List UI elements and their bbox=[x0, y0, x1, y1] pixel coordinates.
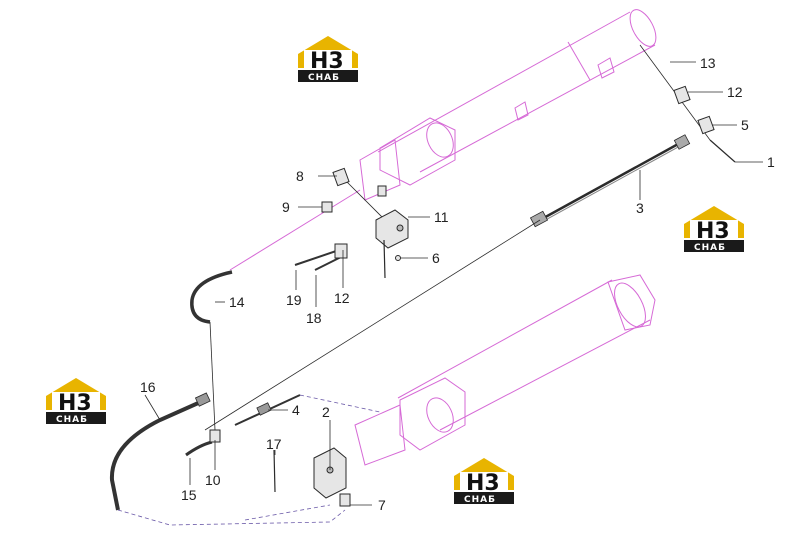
logo-left: H3 CHAБ bbox=[46, 378, 106, 425]
part-label-5: 5 bbox=[741, 117, 749, 133]
logo-brand-text: H3 bbox=[466, 471, 500, 496]
part-label-14: 14 bbox=[229, 294, 245, 310]
part-label-4: 4 bbox=[292, 402, 300, 418]
dashed-connections bbox=[117, 394, 381, 526]
part-label-18: 18 bbox=[306, 310, 322, 326]
logo-brand-text: H3 bbox=[696, 219, 730, 244]
part-label-11: 11 bbox=[434, 209, 449, 225]
logo-brand-text: H3 bbox=[310, 49, 344, 74]
part-label-13: 13 bbox=[700, 55, 716, 71]
part-label-3: 3 bbox=[636, 200, 644, 216]
logo-sub-text: CHAБ bbox=[308, 73, 340, 83]
part-label-6: 6 bbox=[432, 250, 440, 266]
part-label-9: 9 bbox=[282, 199, 290, 215]
components bbox=[209, 85, 715, 507]
part-label-7: 7 bbox=[378, 497, 386, 513]
logo-top-left: H3 CHAБ bbox=[298, 36, 358, 83]
leader-lines bbox=[144, 61, 763, 506]
logo-sub-text: CHAБ bbox=[694, 243, 726, 253]
upper-rod-line bbox=[229, 189, 361, 271]
part-label-12a: 12 bbox=[334, 290, 350, 306]
logo-sub-text: CHAБ bbox=[56, 415, 88, 425]
part-label-10: 10 bbox=[205, 472, 221, 488]
logo-right: H3 CHAБ bbox=[684, 206, 744, 253]
logo-bottom: H3 CHAБ bbox=[454, 458, 514, 505]
part-label-8: 8 bbox=[296, 168, 304, 184]
upper-cylinder bbox=[359, 9, 657, 201]
part-label-15: 15 bbox=[181, 487, 197, 503]
part-label-12b: 12 bbox=[727, 84, 743, 100]
part-label-16: 16 bbox=[140, 379, 156, 395]
part-label-2: 2 bbox=[322, 404, 330, 420]
logo-sub-text: CHAБ bbox=[464, 495, 496, 505]
lower-cylinder bbox=[354, 274, 656, 466]
part-label-17: 17 bbox=[266, 436, 282, 452]
part-numbers: 1 2 3 4 5 6 7 8 9 10 11 12 12 13 14 15 1… bbox=[140, 55, 775, 513]
part-label-1: 1 bbox=[767, 154, 775, 170]
logo-brand-text: H3 bbox=[58, 391, 92, 416]
part-label-19: 19 bbox=[286, 292, 302, 308]
